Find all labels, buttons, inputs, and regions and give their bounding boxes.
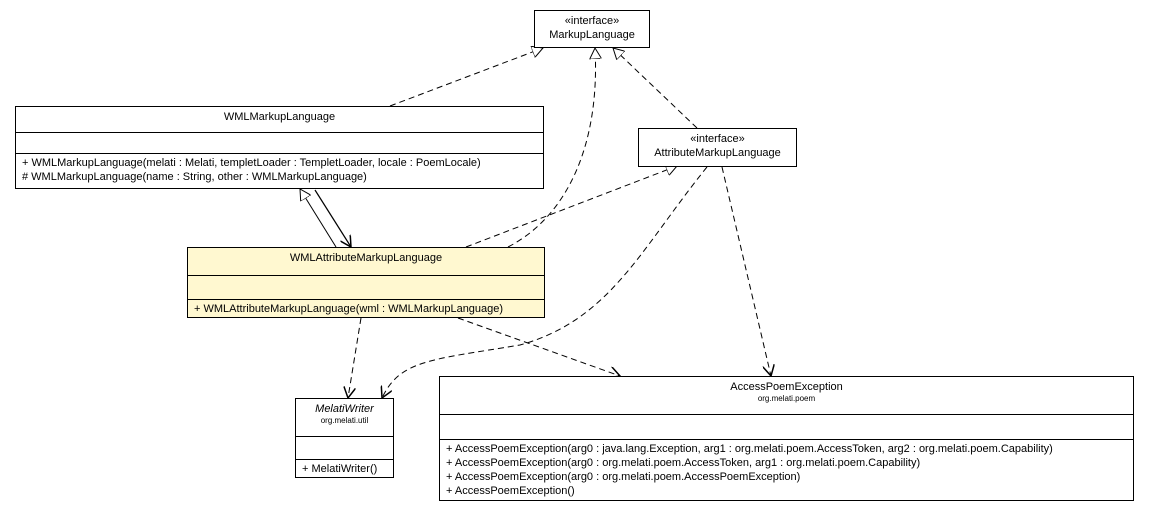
edge-attr-depends-writer bbox=[382, 166, 708, 398]
operation: + WMLMarkupLanguage(melati : Melati, tem… bbox=[22, 157, 481, 169]
attributes-compartment bbox=[440, 414, 1133, 439]
operation: # WMLMarkupLanguage(name : String, other… bbox=[22, 171, 367, 183]
class-name: MarkupLanguage bbox=[549, 29, 635, 41]
operations-compartment: + AccessPoemException(arg0 : java.lang.E… bbox=[440, 439, 1133, 500]
attributes-compartment bbox=[188, 275, 544, 299]
class-name: AttributeMarkupLanguage bbox=[654, 147, 781, 159]
edge-attr-extends-markup bbox=[613, 48, 698, 129]
edge-wmlattr-depends-exception bbox=[457, 317, 620, 376]
edge-wmlattr-association bbox=[314, 189, 351, 247]
stereotype-label: «interface» bbox=[690, 133, 745, 145]
edge-wmlattr-realizes-attr bbox=[465, 166, 677, 248]
edge-attr-depends-exception bbox=[721, 166, 771, 376]
operations-compartment: + MelatiWriter() bbox=[296, 459, 393, 478]
edge-wml-realizes-markup bbox=[389, 48, 543, 107]
package-label: org.melati.poem bbox=[757, 394, 816, 403]
package-label: org.melati.util bbox=[320, 416, 369, 425]
operation: + MelatiWriter() bbox=[302, 463, 378, 475]
class-access-poem-exception[interactable]: AccessPoemException org.melati.poem + Ac… bbox=[439, 376, 1134, 501]
class-name: MelatiWriter bbox=[315, 403, 374, 415]
class-wml-markup-language[interactable]: WMLMarkupLanguage + WMLMarkupLanguage(me… bbox=[15, 106, 544, 189]
class-markup-language[interactable]: «interface» MarkupLanguage bbox=[534, 10, 650, 48]
class-attribute-markup-language[interactable]: «interface» AttributeMarkupLanguage bbox=[638, 128, 797, 167]
class-wml-attribute-markup-language[interactable]: WMLAttributeMarkupLanguage + WMLAttribut… bbox=[187, 247, 545, 318]
class-name: WMLAttributeMarkupLanguage bbox=[289, 252, 443, 264]
class-melati-writer[interactable]: MelatiWriter org.melati.util + MelatiWri… bbox=[295, 398, 394, 478]
operations-compartment: + WMLMarkupLanguage(melati : Melati, tem… bbox=[16, 153, 543, 186]
operation: + AccessPoemException(arg0 : java.lang.E… bbox=[446, 443, 1053, 455]
operation: + AccessPoemException(arg0 : org.melati.… bbox=[446, 457, 921, 469]
operation: + WMLAttributeMarkupLanguage(wml : WMLMa… bbox=[194, 303, 504, 315]
class-name: WMLMarkupLanguage bbox=[223, 111, 336, 123]
edge-wmlattr-generalization bbox=[300, 189, 337, 248]
attributes-compartment bbox=[296, 436, 393, 459]
stereotype-label: «interface» bbox=[564, 15, 620, 27]
edge-wmlattr-realizes-markup bbox=[507, 48, 596, 248]
operations-compartment: + WMLAttributeMarkupLanguage(wml : WMLMa… bbox=[188, 299, 544, 318]
edge-wmlattr-depends-writer bbox=[348, 317, 362, 398]
attributes-compartment bbox=[16, 132, 543, 153]
operation: + AccessPoemException(arg0 : org.melati.… bbox=[446, 471, 801, 483]
class-name: AccessPoemException bbox=[730, 381, 843, 393]
operation: + AccessPoemException() bbox=[446, 485, 575, 497]
